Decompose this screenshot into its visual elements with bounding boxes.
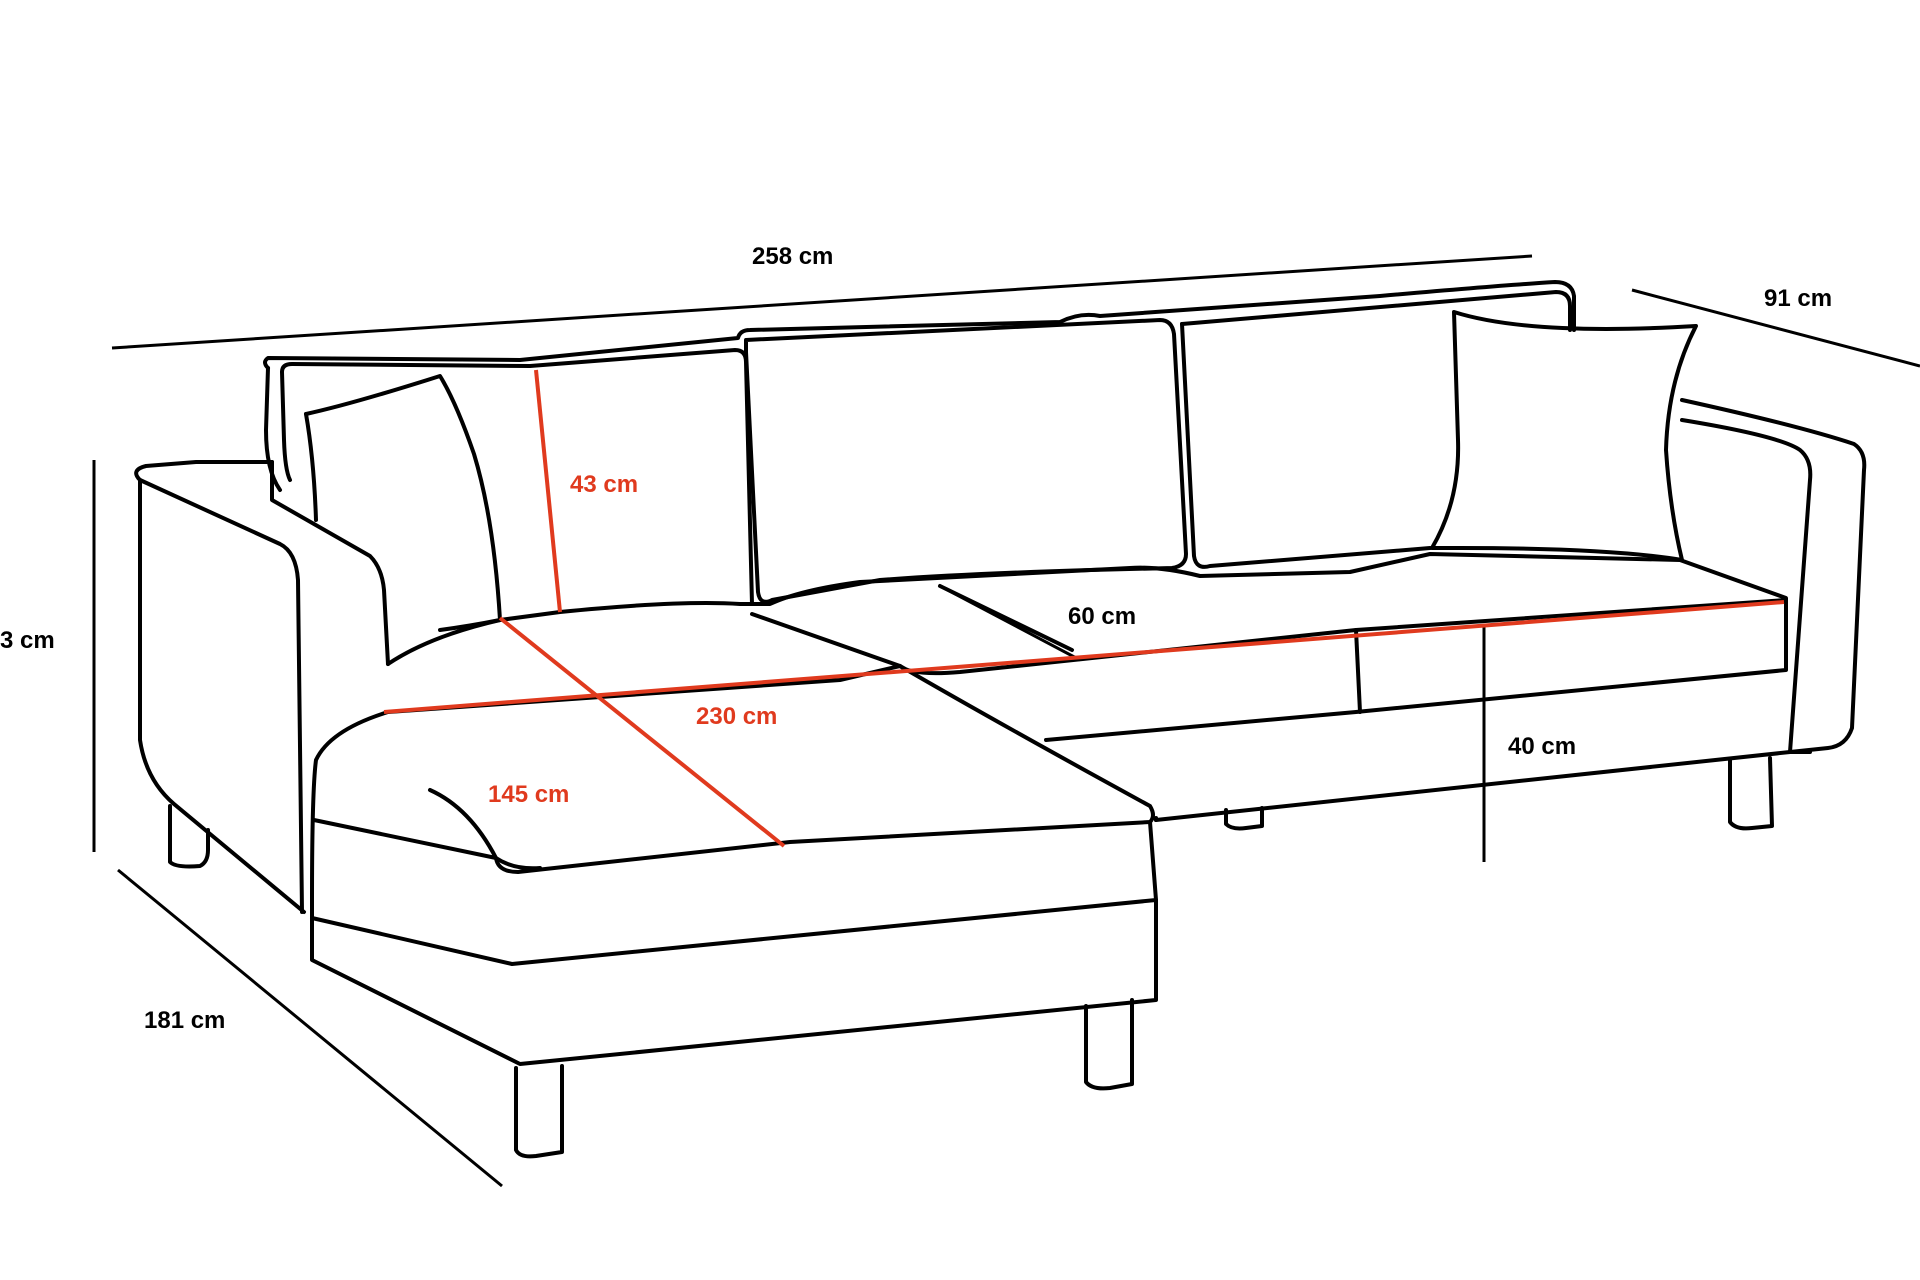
chaise-side (312, 818, 542, 871)
dim-line-width (111, 254, 1533, 350)
inner-dimension-lines (383, 369, 1785, 848)
chaise-front (310, 820, 1158, 966)
left-pillow-side (304, 412, 318, 522)
label-seat-width: 230 cm (696, 703, 777, 730)
seat-cushion-main (386, 552, 1788, 742)
label-seat-depth: 60 cm (1068, 603, 1136, 630)
back-cushion-right (1180, 290, 1572, 332)
leg-chaise-front-right (1084, 998, 1134, 1091)
back-cushion-middle (744, 318, 1188, 604)
outer-dimension-lines (92, 254, 1920, 1188)
chaise-top-front (386, 664, 1155, 874)
dim-line-seat-depth (939, 584, 1081, 662)
back-cushion-left (280, 348, 754, 606)
left-armrest-inner (270, 460, 390, 666)
dim-line-seat-width (383, 600, 1785, 714)
label-back-cushion-height: 43 cm (570, 471, 638, 498)
back-cushion-left-side (280, 370, 292, 482)
left-armrest-outer (138, 478, 306, 914)
sofa-outline (134, 280, 1867, 1159)
leg-chaise-front-left (514, 1064, 564, 1159)
label-depth: 91 cm (1764, 285, 1832, 312)
label-chaise-length: 181 cm (144, 1007, 225, 1034)
label-total-width: 258 cm (752, 243, 833, 270)
seat-divider-1 (750, 612, 902, 668)
dim-line-chaise-length (117, 868, 503, 1188)
left-armrest (134, 460, 274, 482)
leg-left-back (168, 804, 210, 869)
left-pillow (304, 374, 502, 632)
leg-center-back (1224, 806, 1264, 831)
chaise-top (310, 710, 390, 920)
label-seat-height: 40 cm (1508, 733, 1576, 760)
seat-divider-3 (1354, 628, 1362, 714)
right-armrest-front (1680, 418, 1813, 754)
dim-line-chaise-diagonal (498, 616, 786, 848)
back-frame (263, 280, 1576, 370)
chaise-base (310, 898, 1158, 1066)
dim-line-depth (1631, 288, 1920, 368)
sofa-base (1154, 750, 1812, 822)
right-pillow (1430, 310, 1698, 562)
dim-line-back-cushion (534, 369, 562, 613)
right-armrest (1680, 398, 1867, 754)
back-cushion-right-bottom (1180, 322, 1432, 569)
left-armrest-top (138, 478, 304, 914)
leg-right-front (1728, 756, 1774, 831)
label-chaise-diagonal: 145 cm (488, 781, 569, 808)
label-height: 3 cm (0, 627, 55, 654)
